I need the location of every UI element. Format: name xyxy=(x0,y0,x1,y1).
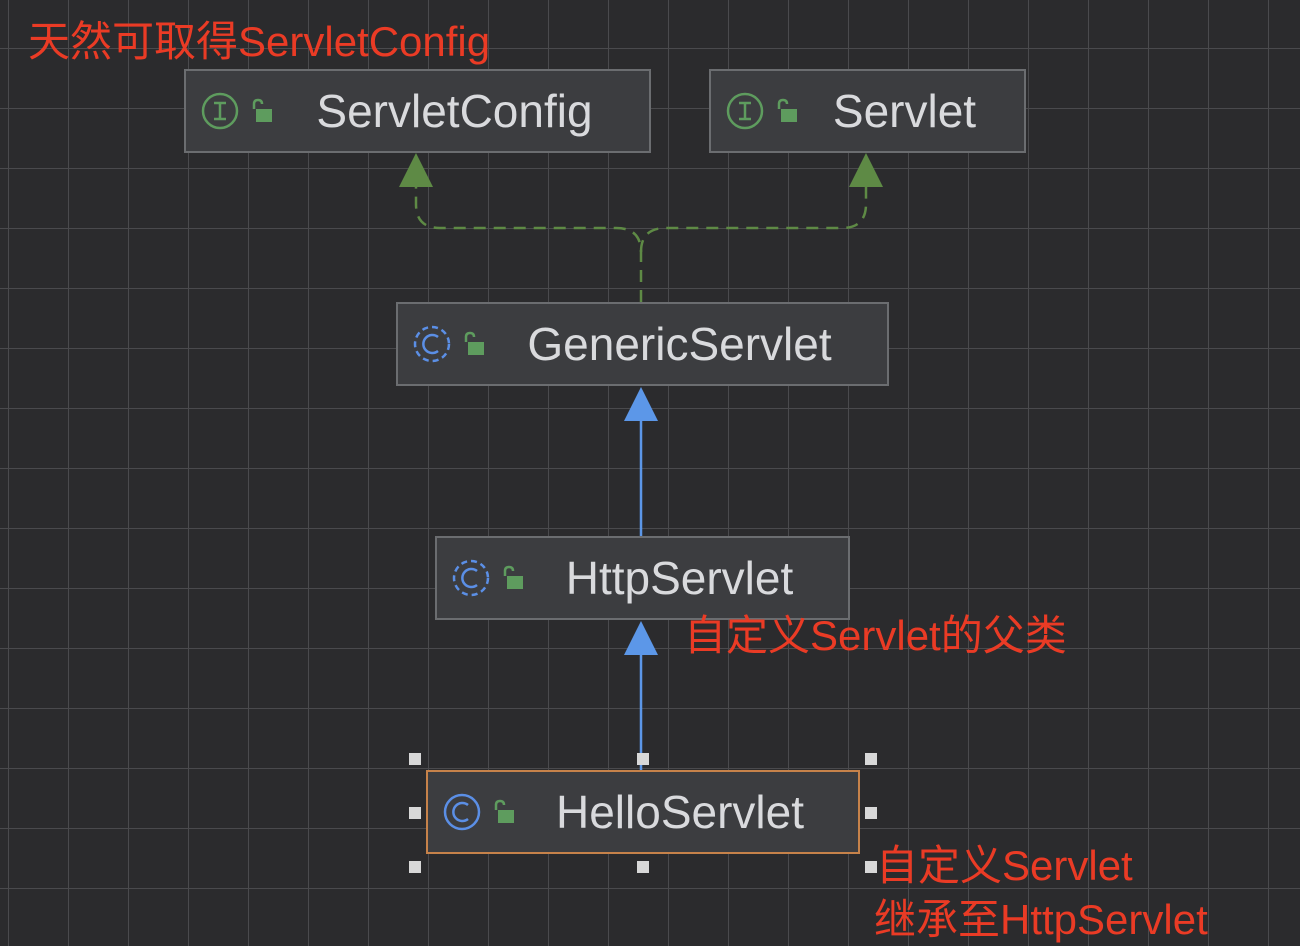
abstract-class-icon xyxy=(452,559,490,597)
class-icon xyxy=(443,793,481,831)
interface-icon xyxy=(726,92,764,130)
abstract-class-icon xyxy=(413,325,451,363)
node-servletconfig[interactable]: ServletConfig xyxy=(184,69,651,153)
arrowhead-to-genericservlet xyxy=(624,387,658,421)
edge-genericservlet-to-servlet[interactable] xyxy=(639,186,868,253)
unlocked-padlock-icon xyxy=(494,799,514,823)
selection-handle-middle-right[interactable] xyxy=(865,807,877,819)
node-genericservlet-label: GenericServlet xyxy=(527,318,832,370)
unlocked-padlock-icon xyxy=(503,565,523,589)
node-helloservlet[interactable]: HelloServlet xyxy=(426,770,860,854)
arrowhead-to-servlet xyxy=(849,153,883,187)
selection-handle-top-left[interactable] xyxy=(409,753,421,765)
node-servlet-label: Servlet xyxy=(832,85,977,137)
arrowhead-to-httpservlet xyxy=(624,621,658,655)
unlocked-padlock-icon xyxy=(464,331,484,355)
selection-handle-middle-left[interactable] xyxy=(409,807,421,819)
node-httpservlet[interactable]: HttpServlet xyxy=(435,536,850,620)
edge-genericservlet-to-servletconfig[interactable] xyxy=(414,186,643,302)
annotation-custom-note-line2: 继承至HttpServlet xyxy=(874,896,1208,943)
selection-handle-bottom-left[interactable] xyxy=(409,861,421,873)
arrowhead-to-servletconfig xyxy=(399,153,433,187)
node-httpservlet-label: HttpServlet xyxy=(565,552,794,604)
unlocked-padlock-icon xyxy=(252,98,272,122)
unlocked-padlock-icon xyxy=(777,98,797,122)
node-genericservlet[interactable]: GenericServlet xyxy=(396,302,889,386)
node-helloservlet-label: HelloServlet xyxy=(556,786,804,838)
node-servlet[interactable]: Servlet xyxy=(709,69,1026,153)
selection-handle-top-middle[interactable] xyxy=(637,753,649,765)
selection-handle-bottom-middle[interactable] xyxy=(637,861,649,873)
selection-handle-top-right[interactable] xyxy=(865,753,877,765)
interface-icon xyxy=(201,92,239,130)
annotation-config-note: 天然可取得ServletConfig xyxy=(28,18,491,65)
annotation-parent-note: 自定义Servlet的父类 xyxy=(684,612,1067,659)
node-servletconfig-label: ServletConfig xyxy=(316,85,593,137)
annotation-custom-note-line1: 自定义Servlet xyxy=(876,842,1133,889)
selection-handle-bottom-right[interactable] xyxy=(865,861,877,873)
